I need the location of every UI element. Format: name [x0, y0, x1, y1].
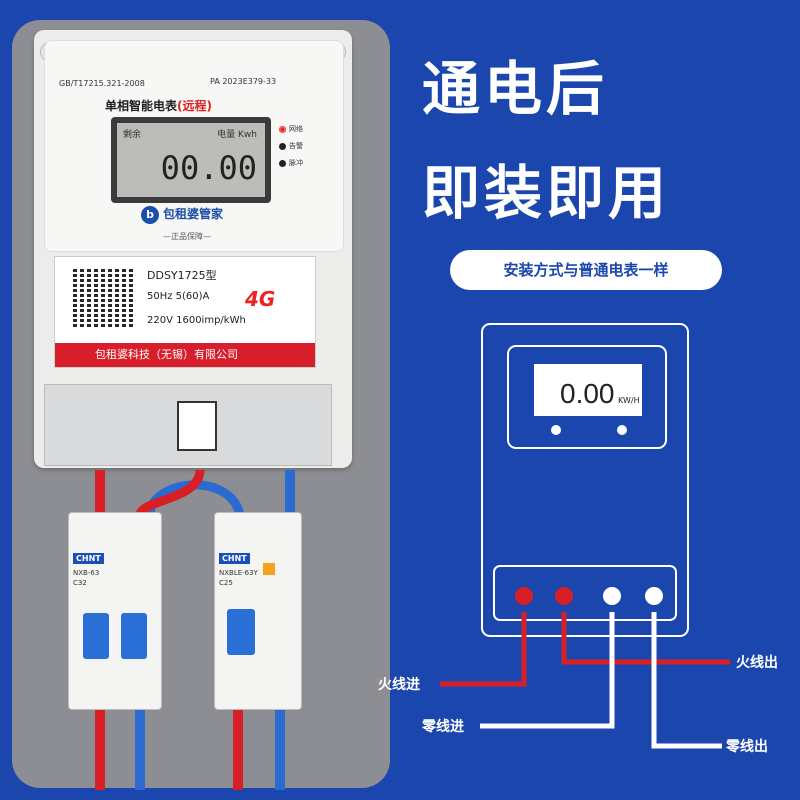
label-neutral-out: 零线出: [726, 739, 768, 755]
breaker-left-rating: C32: [73, 579, 87, 587]
qr-code-icon: [73, 267, 133, 327]
lcd-label-left: 剩余: [123, 130, 142, 140]
led-icon: [279, 125, 286, 133]
led-icon: [279, 142, 286, 150]
promo-title-line2: 即装即用: [422, 159, 671, 227]
brand-logo: b 包租婆管家: [141, 205, 223, 224]
lcd-label-right: 电量 Kwh: [217, 130, 257, 140]
lcd-frame: 剩余 电量 Kwh 00.00: [111, 117, 271, 203]
breaker-left-toggle: [83, 613, 109, 659]
meter-name-text: 单相智能电表: [105, 99, 178, 113]
breaker-right-model: NXBLE-63Y: [219, 569, 258, 577]
diagram-display-value: 0.00: [560, 378, 615, 409]
test-button-icon: [263, 563, 275, 575]
meter-frequency: 50Hz 5(60)A: [147, 291, 210, 302]
company-bar: 包租婆科技（无锡）有限公司: [55, 343, 315, 367]
network-badge: 4G: [245, 287, 276, 311]
terminal-cover: [177, 401, 217, 451]
breaker-left-model: NXB-63: [73, 569, 100, 577]
promo-title-line1: 通电后: [422, 55, 609, 123]
led-icon: [279, 159, 286, 167]
diagram-display-unit: KW/H: [618, 396, 640, 405]
meter-name: 单相智能电表(远程): [105, 97, 212, 114]
led-label: 脉冲: [289, 159, 303, 167]
meter-standard: GB/T17215.321-2008: [59, 79, 145, 88]
brand-icon: b: [141, 206, 159, 224]
meter-face: GB/T17215.321-2008 PA 2023E379-33 单相智能电表…: [44, 40, 344, 252]
terminal-block: [44, 384, 332, 466]
label-live-in: 火线进: [378, 677, 420, 693]
breaker-left: CHNT NXB-63 C32: [68, 512, 162, 710]
guarantee-text: —正品保障—: [163, 232, 211, 241]
meter-nameplate: DDSY1725型 50Hz 5(60)A 220V 1600imp/kWh 4…: [54, 256, 316, 368]
led-label: 网络: [289, 125, 303, 133]
label-live-out: 火线出: [736, 655, 778, 671]
label-neutral-in: 零线进: [422, 719, 464, 735]
meter-voltage: 220V 1600imp/kWh: [147, 315, 246, 326]
led-pulse: 脉冲: [279, 155, 303, 172]
breaker-right-toggle: [227, 609, 255, 655]
breaker-left-brand: CHNT: [73, 553, 104, 564]
breaker-right: CHNT NXBLE-63Y C25: [214, 512, 302, 710]
lcd-screen: 剩余 电量 Kwh 00.00: [117, 123, 265, 197]
led-label: 告警: [289, 142, 303, 150]
led-alarm: 告警: [279, 138, 303, 155]
meter-name-tag: (远程): [177, 99, 212, 113]
led-network: 网络: [279, 121, 303, 138]
brand-name: 包租婆管家: [163, 207, 224, 221]
breaker-right-brand: CHNT: [219, 553, 250, 564]
breaker-right-rating: C25: [219, 579, 233, 587]
wiring-photo: [95, 469, 295, 790]
meter-model: DDSY1725型: [147, 269, 217, 282]
meter-pa-mark: PA 2023E379-33: [210, 77, 277, 86]
indicator-leds: 网络 告警 脉冲: [279, 121, 303, 172]
breaker-left-toggle-2: [121, 613, 147, 659]
promo-subtitle: 安装方式与普通电表一样: [450, 250, 722, 290]
lcd-value: 00.00: [160, 149, 257, 187]
